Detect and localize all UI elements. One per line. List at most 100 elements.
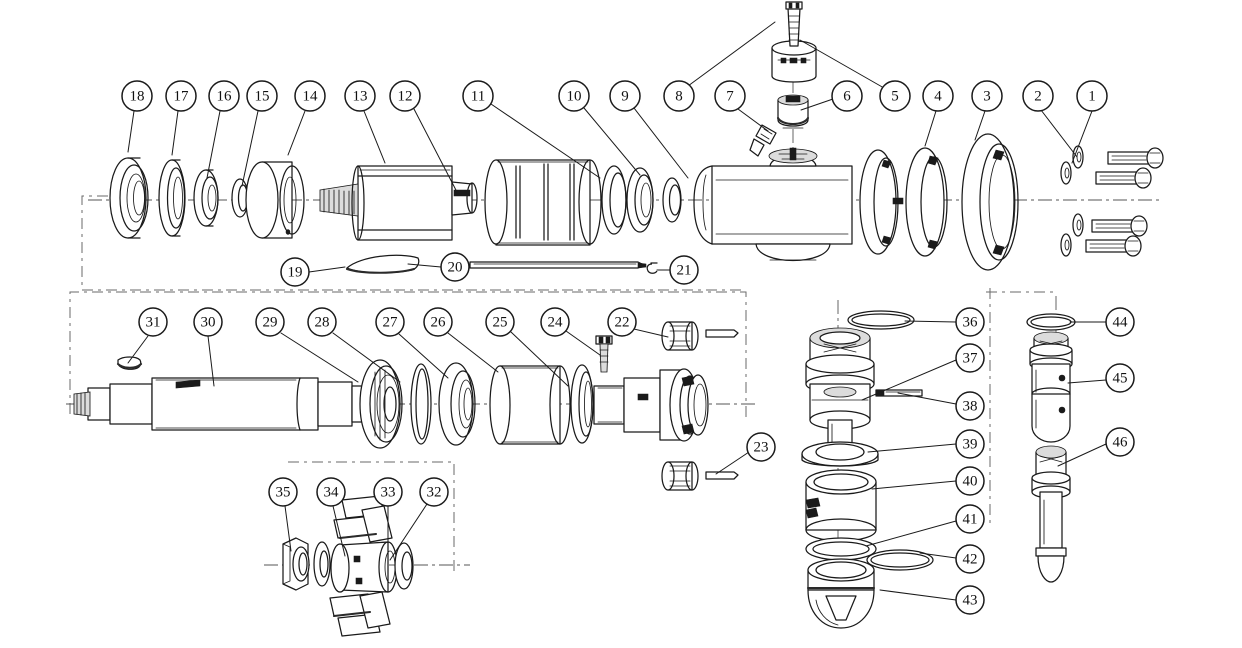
callout-balloon-46[interactable]: 46 (1105, 427, 1135, 457)
callout-balloon-29[interactable]: 29 (255, 307, 285, 337)
callout-balloon-11[interactable]: 11 (462, 80, 494, 112)
callout-balloon-34[interactable]: 34 (316, 477, 346, 507)
balloon-circle-30 (193, 307, 223, 337)
callout-balloon-2[interactable]: 2 (1022, 80, 1054, 112)
balloon-label-22: 22 (615, 315, 630, 331)
group-box-main-housing (81, 195, 744, 291)
callout-balloon-6[interactable]: 6 (831, 80, 863, 112)
callout-balloon-40[interactable]: 40 (955, 466, 985, 496)
leader-line-8 (687, 21, 776, 87)
balloon-circle-24 (540, 307, 570, 337)
group-box-vane (288, 461, 455, 574)
part-27-bearing-ring (438, 362, 476, 446)
callout-balloon-20[interactable]: 20 (440, 252, 470, 282)
callout-balloon-10[interactable]: 10 (558, 80, 590, 112)
callout-balloon-18[interactable]: 18 (121, 80, 153, 112)
leader-line-26 (447, 332, 499, 373)
part-17-washer (158, 159, 186, 237)
keys-and-pin-row (345, 254, 658, 274)
balloon-circle-17 (165, 80, 197, 112)
balloon-label-46: 46 (1113, 435, 1129, 451)
callout-balloon-45[interactable]: 45 (1105, 363, 1135, 393)
balloon-circle-33 (373, 477, 403, 507)
callout-balloon-14[interactable]: 14 (294, 80, 326, 112)
callout-balloon-4[interactable]: 4 (922, 80, 954, 112)
callout-balloon-42[interactable]: 42 (955, 544, 985, 574)
leader-line-35 (284, 505, 292, 552)
callout-balloon-33[interactable]: 33 (373, 477, 403, 507)
balloon-label-8: 8 (675, 89, 683, 105)
leader-line-20 (407, 263, 442, 268)
callout-balloon-35[interactable]: 35 (268, 477, 298, 507)
callout-balloon-7[interactable]: 7 (714, 80, 746, 112)
callout-balloon-41[interactable]: 41 (955, 504, 985, 534)
leader-line-23 (715, 451, 750, 475)
callout-balloon-26[interactable]: 26 (423, 307, 453, 337)
callout-balloon-15[interactable]: 15 (246, 80, 278, 112)
leader-line-31 (127, 335, 149, 364)
balloon-circle-20 (440, 252, 470, 282)
callout-balloon-1[interactable]: 1 (1076, 80, 1108, 112)
callout-balloon-39[interactable]: 39 (955, 429, 985, 459)
vane-pack-assembly (282, 495, 414, 637)
callout-balloon-44[interactable]: 44 (1105, 307, 1135, 337)
callout-balloon-36[interactable]: 36 (955, 307, 985, 337)
callout-balloon-9[interactable]: 9 (609, 80, 641, 112)
callout-balloon-24[interactable]: 24 (540, 307, 570, 337)
valve-stack-assembly (1026, 313, 1076, 583)
part-4-gasket-ring (859, 149, 904, 255)
callout-balloon-28[interactable]: 28 (307, 307, 337, 337)
part-35-hex-nut (282, 537, 310, 591)
leader-line-11 (490, 103, 601, 179)
balloon-label-44: 44 (1113, 315, 1129, 331)
balloon-label-26: 26 (431, 315, 447, 331)
leader-line-39 (867, 443, 957, 453)
callout-balloon-43[interactable]: 43 (955, 585, 985, 615)
balloon-circle-42 (955, 544, 985, 574)
balloon-label-39: 39 (963, 437, 978, 453)
part-41-seal-ring (805, 537, 877, 561)
callout-balloon-19[interactable]: 19 (280, 257, 310, 287)
callout-balloon-32[interactable]: 32 (419, 477, 449, 507)
leader-line-6 (800, 98, 834, 111)
callout-balloon-38[interactable]: 38 (955, 391, 985, 421)
callout-balloon-12[interactable]: 12 (389, 80, 421, 112)
callout-balloon-5[interactable]: 5 (879, 80, 911, 112)
balloon-circle-25 (485, 307, 515, 337)
balloon-label-35: 35 (276, 485, 291, 501)
leader-line-9 (633, 107, 689, 179)
balloon-circle-32 (419, 477, 449, 507)
callout-balloon-13[interactable]: 13 (344, 80, 376, 112)
balloon-circle-26 (423, 307, 453, 337)
balloon-label-6: 6 (843, 89, 851, 105)
callout-balloon-22[interactable]: 22 (607, 307, 637, 337)
balloon-circle-19 (280, 257, 310, 287)
part-26-cylinder-sleeve (489, 365, 571, 445)
callout-balloon-8[interactable]: 8 (663, 80, 695, 112)
leader-line-46 (1057, 443, 1107, 467)
leader-line-24 (565, 330, 601, 356)
callout-balloon-23[interactable]: 23 (746, 432, 776, 462)
part-1-bolts (1085, 147, 1164, 257)
callout-balloon-3[interactable]: 3 (971, 80, 1003, 112)
balloon-circle-12 (389, 80, 421, 112)
callout-balloon-27[interactable]: 27 (375, 307, 405, 337)
leader-line-7 (737, 108, 769, 132)
leader-line-14 (287, 110, 306, 156)
part-14-end-plate (245, 161, 305, 239)
balloon-label-36: 36 (963, 315, 979, 331)
balloon-circle-11 (462, 80, 494, 112)
callout-balloon-30[interactable]: 30 (193, 307, 223, 337)
leader-line-32 (389, 503, 428, 561)
callout-balloon-16[interactable]: 16 (208, 80, 240, 112)
callout-balloon-17[interactable]: 17 (165, 80, 197, 112)
balloon-label-9: 9 (621, 89, 629, 105)
callout-balloon-21[interactable]: 21 (669, 255, 699, 285)
callout-balloon-31[interactable]: 31 (138, 307, 168, 337)
callout-balloon-25[interactable]: 25 (485, 307, 515, 337)
part-29-rotor-disc (359, 359, 403, 449)
leader-line-34 (332, 505, 346, 557)
callout-balloon-37[interactable]: 37 (955, 343, 985, 373)
